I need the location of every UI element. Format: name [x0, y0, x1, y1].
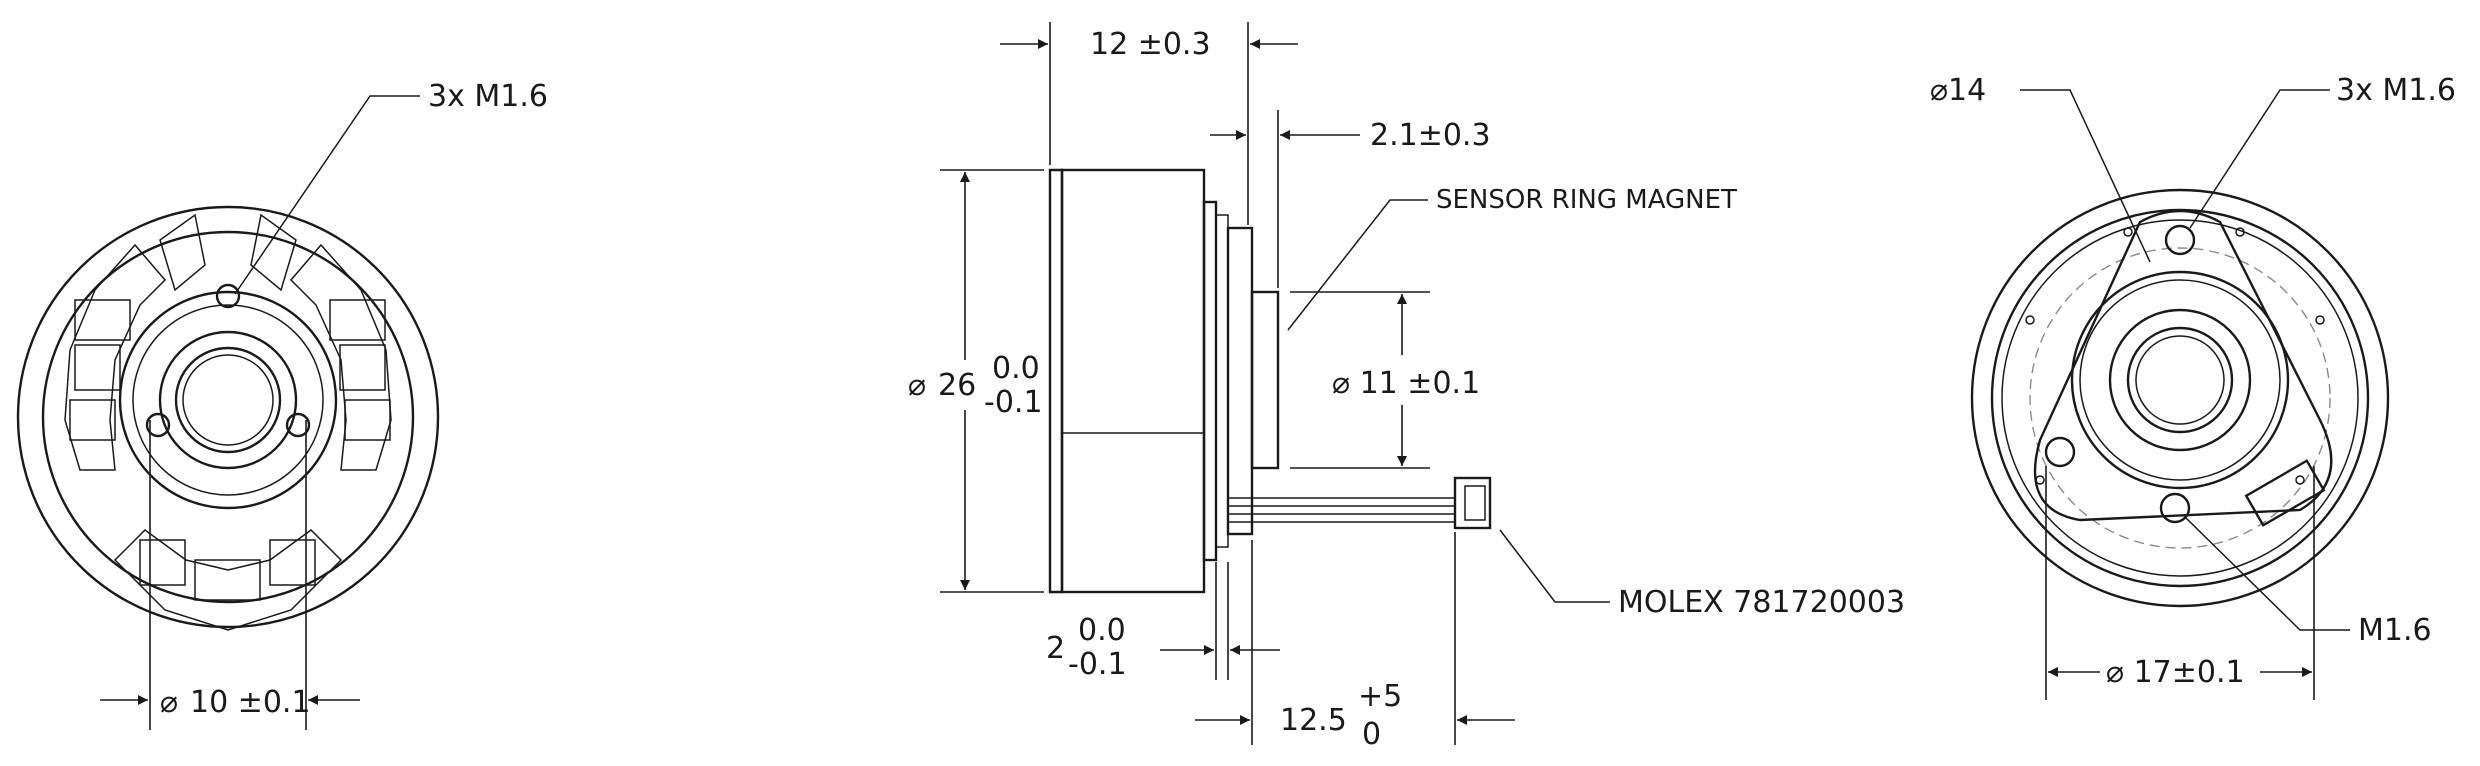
side-hub — [1226, 226, 1254, 536]
front-outer-rim — [16, 205, 440, 629]
side-sensor-leader — [1287, 199, 1428, 331]
rear-m16-label: M1.6 — [2358, 613, 2432, 648]
side-flange — [1202, 200, 1218, 562]
rear-bore-ring — [2108, 308, 2252, 452]
side-connector-label: MOLEX 781720003 — [1618, 585, 1905, 620]
side-sensor-label: SENSOR RING MAGNET — [1436, 185, 1737, 215]
side-view: 12 ±0.3 2.1±0.3 SENSOR RING MAGNET ⌀ 26 … — [908, 22, 1905, 752]
rear-inner-rim — [1990, 208, 2370, 588]
side-outer-dim-symbol: ⌀ — [908, 368, 926, 403]
rear-view: ⌀14 3x M1.6 M1.6 ⌀ 17±0.1 — [1930, 73, 2456, 700]
rear-sensor-plate — [2033, 209, 2333, 522]
rear-dia14-label: ⌀14 — [1930, 73, 1986, 108]
rear-hole-bottom — [2159, 492, 2191, 524]
side-cable-tol-upper: +5 — [1358, 679, 1402, 714]
side-connector-leader — [1499, 529, 1610, 603]
side-magnet-offset-label: 2.1±0.3 — [1370, 118, 1491, 153]
side-outer-dim-nominal: 26 — [938, 368, 976, 403]
side-sensor-magnet — [1250, 290, 1280, 470]
rear-hub-outer — [2070, 270, 2290, 490]
rear-dia17-label: ⌀ 17±0.1 — [2106, 655, 2245, 690]
front-bore-ring — [158, 330, 298, 470]
rear-outer-rim — [1970, 188, 2390, 608]
side-flange-dim-nominal: 2 — [1046, 631, 1065, 666]
side-connector — [1453, 476, 1492, 530]
front-hub-outer — [118, 290, 338, 510]
front-inner-rim — [41, 230, 415, 604]
front-bore-dim-symbol: ⌀ — [160, 685, 178, 720]
rear-dia14-leader — [2020, 89, 2151, 263]
side-cable-dim-nominal: 12.5 — [1280, 703, 1347, 738]
front-hole-right — [285, 412, 311, 438]
rear-bolt-circle — [2029, 247, 2331, 549]
side-flange-tol-upper: 0.0 — [1078, 613, 1126, 648]
front-holes-label: 3x M1.6 — [428, 79, 548, 114]
side-outer-tol-lower: -0.1 — [984, 385, 1043, 420]
rear-bore — [2126, 326, 2234, 434]
front-view: 3x M1.6 ⌀ 10 ±0.1 — [16, 79, 548, 730]
side-outer-tol-upper: 0.0 — [992, 351, 1040, 386]
rear-holes-label: 3x M1.6 — [2336, 73, 2456, 108]
rear-holes-leader — [2189, 89, 2330, 229]
rear-hole-left — [2044, 436, 2076, 468]
side-length-label: 12 ±0.3 — [1090, 27, 1211, 62]
rear-hole-top — [2164, 224, 2196, 256]
front-bore — [174, 346, 282, 454]
side-flange-tol-lower: -0.1 — [1068, 647, 1127, 682]
front-hole-left — [145, 412, 171, 438]
front-hole-top — [215, 283, 241, 309]
rear-connector — [2244, 459, 2326, 527]
front-stator-windings — [64, 213, 392, 631]
side-cable-tol-lower: 0 — [1362, 717, 1381, 752]
side-motor-body — [1060, 168, 1206, 594]
side-magnet-dia-label: ⌀ 11 ±0.1 — [1332, 366, 1480, 401]
front-holes-leader — [234, 95, 420, 295]
rear-m16-leader — [2185, 517, 2350, 631]
side-front-lip — [1048, 168, 1064, 594]
front-bore-dim-label: 10 ±0.1 — [190, 685, 311, 720]
